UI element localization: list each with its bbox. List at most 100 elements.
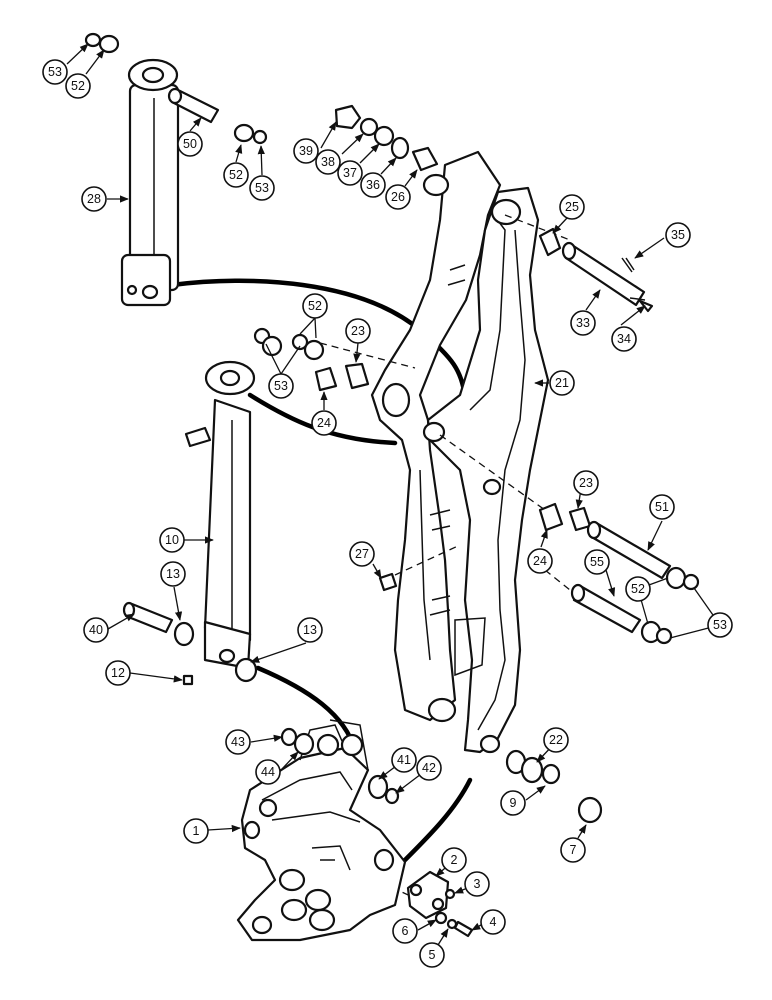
callout-52-top[interactable]: 52 [65, 73, 91, 99]
svg-text:28: 28 [87, 192, 101, 206]
svg-text:53: 53 [255, 181, 269, 195]
callout-53-top[interactable]: 53 [42, 59, 68, 85]
svg-text:3: 3 [474, 877, 481, 891]
svg-text:27: 27 [355, 547, 369, 561]
callout-9[interactable]: 9 [500, 790, 526, 816]
callout-36[interactable]: 36 [360, 172, 386, 198]
callout-38[interactable]: 38 [315, 149, 341, 175]
callout-24-top[interactable]: 24 [311, 410, 337, 436]
pin-40 [122, 601, 174, 634]
svg-text:53: 53 [713, 618, 727, 632]
callout-51[interactable]: 51 [649, 494, 675, 520]
callout-53-right[interactable]: 53 [707, 612, 733, 638]
callout-28[interactable]: 28 [81, 186, 107, 212]
middle-cylinder [184, 360, 256, 670]
svg-text:24: 24 [533, 554, 547, 568]
bolt-4 [453, 920, 474, 938]
alignment-line-1 [319, 342, 416, 369]
bushing-24-a [314, 366, 338, 392]
washer-top-2 [98, 34, 120, 54]
washer-22-a [520, 756, 544, 784]
pin-51 [586, 520, 672, 580]
washer-13-a [173, 621, 195, 647]
callout-25[interactable]: 25 [559, 194, 585, 220]
callout-24-right[interactable]: 24 [527, 548, 553, 574]
callout-10[interactable]: 10 [159, 527, 185, 553]
svg-text:39: 39 [299, 144, 313, 158]
bushing-26 [411, 146, 439, 172]
svg-text:12: 12 [111, 666, 125, 680]
svg-text:23: 23 [351, 324, 365, 338]
callout-3[interactable]: 3 [464, 871, 490, 897]
washer-13-b [234, 657, 258, 683]
cotter-35 [621, 257, 635, 273]
washer-3 [444, 888, 456, 900]
svg-text:26: 26 [391, 190, 405, 204]
callout-6[interactable]: 6 [392, 918, 418, 944]
svg-text:13: 13 [166, 567, 180, 581]
callout-55[interactable]: 55 [584, 549, 610, 575]
callout-12[interactable]: 12 [105, 660, 131, 686]
svg-text:36: 36 [366, 178, 380, 192]
svg-text:22: 22 [549, 733, 563, 747]
hose-upper [169, 278, 468, 398]
svg-text:51: 51 [655, 500, 669, 514]
bracket-2 [406, 870, 450, 920]
svg-text:55: 55 [590, 555, 604, 569]
swing-tower [236, 719, 407, 942]
callout-2[interactable]: 2 [441, 847, 467, 873]
callout-44[interactable]: 44 [255, 759, 281, 785]
callout-52-upper[interactable]: 52 [223, 162, 249, 188]
callout-13-left[interactable]: 13 [160, 561, 186, 587]
callout-34[interactable]: 34 [611, 326, 637, 352]
callout-52-mid[interactable]: 52 [302, 293, 328, 319]
bushing-24-b [538, 502, 564, 532]
callout-21[interactable]: 21 [549, 370, 575, 396]
washer-52-b [303, 339, 325, 361]
grease-27 [378, 572, 398, 592]
callout-35[interactable]: 35 [665, 222, 691, 248]
callout-22[interactable]: 22 [543, 727, 569, 753]
callout-39[interactable]: 39 [293, 138, 319, 164]
callout-52-right[interactable]: 52 [625, 576, 651, 602]
callout-53-mid[interactable]: 53 [268, 373, 294, 399]
callout-7[interactable]: 7 [560, 837, 586, 863]
callout-4[interactable]: 4 [480, 909, 506, 935]
callout-1[interactable]: 1 [183, 818, 209, 844]
alignment-line-2 [439, 434, 546, 511]
callout-43[interactable]: 43 [225, 729, 251, 755]
svg-text:6: 6 [402, 924, 409, 938]
callout-13-right[interactable]: 13 [297, 617, 323, 643]
svg-text:7: 7 [570, 843, 577, 857]
svg-text:35: 35 [671, 228, 685, 242]
washer-38 [359, 117, 379, 137]
svg-text:53: 53 [274, 379, 288, 393]
callout-53-upper[interactable]: 53 [249, 175, 275, 201]
washer-42 [384, 787, 400, 805]
callout-26[interactable]: 26 [385, 184, 411, 210]
callout-37[interactable]: 37 [337, 160, 363, 186]
washer-22-b [541, 763, 561, 785]
callout-33[interactable]: 33 [570, 310, 596, 336]
callout-5[interactable]: 5 [419, 942, 445, 968]
callout-23-right[interactable]: 23 [573, 470, 599, 496]
callout-27[interactable]: 27 [349, 541, 375, 567]
svg-text:38: 38 [321, 155, 335, 169]
svg-text:5: 5 [429, 948, 436, 962]
svg-text:23: 23 [579, 476, 593, 490]
callout-50[interactable]: 50 [177, 131, 203, 157]
callout-42[interactable]: 42 [416, 755, 442, 781]
pin-55 [570, 583, 642, 634]
svg-text:10: 10 [165, 533, 179, 547]
callout-41[interactable]: 41 [391, 747, 417, 773]
callout-23-top[interactable]: 23 [345, 318, 371, 344]
svg-text:52: 52 [229, 168, 243, 182]
svg-text:52: 52 [308, 299, 322, 313]
washer-43 [280, 727, 298, 747]
callout-40[interactable]: 40 [83, 617, 109, 643]
washer-mid-1 [233, 123, 255, 143]
nut-39 [334, 104, 362, 130]
svg-text:9: 9 [510, 796, 517, 810]
washer-52-a [261, 335, 283, 357]
washer-53-b [291, 333, 309, 351]
